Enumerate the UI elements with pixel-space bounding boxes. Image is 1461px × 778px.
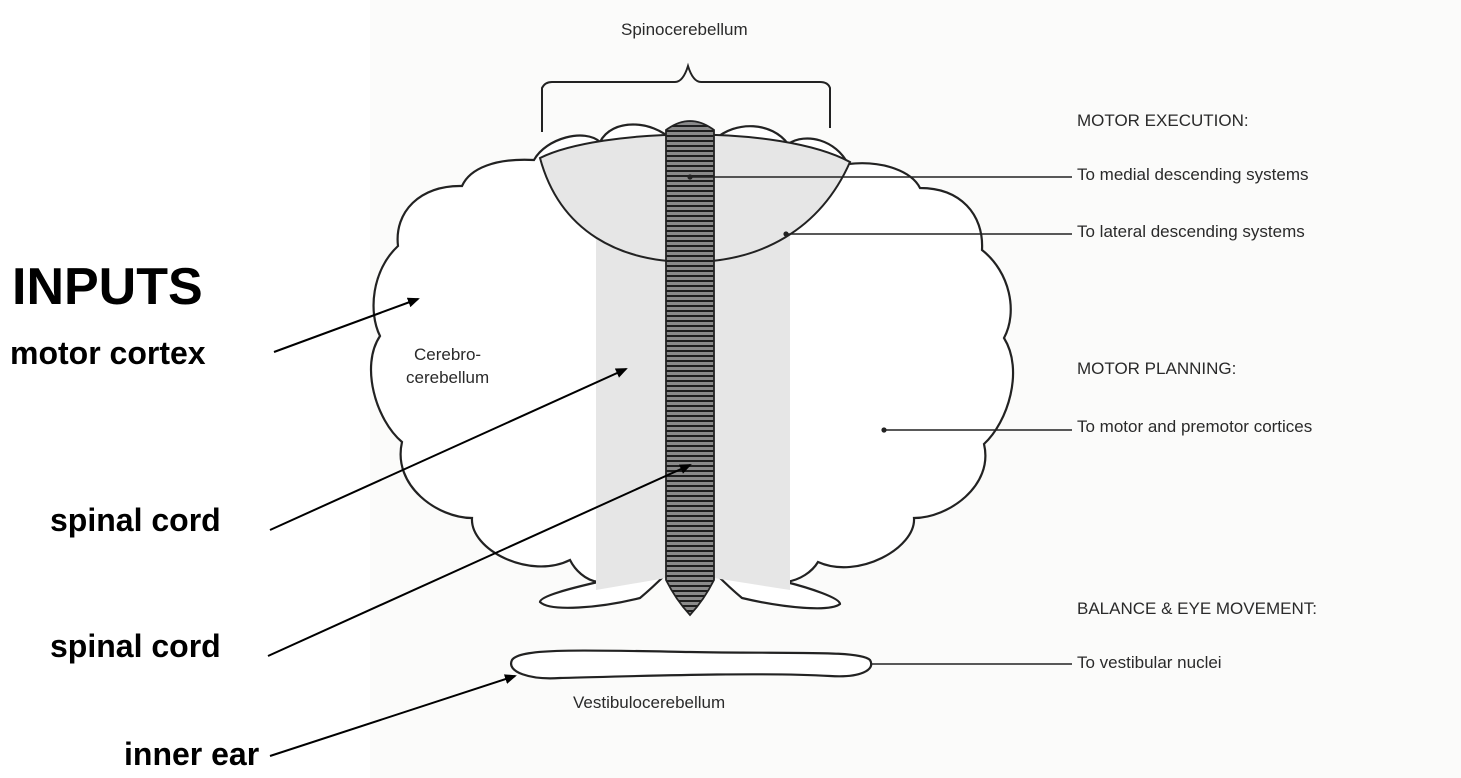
output-dot-lateral (783, 231, 788, 236)
output-dot-medial (687, 174, 692, 179)
cerebrocerebellum-label-line2: cerebellum (406, 368, 489, 388)
cerebrocerebellum-label-line1: Cerebro- (414, 345, 481, 365)
vestibulocerebellum-label: Vestibulocerebellum (573, 693, 725, 713)
output-heading-motor-execution: MOTOR EXECUTION: (1077, 111, 1249, 131)
output-motor-premotor-cortices: To motor and premotor cortices (1077, 417, 1312, 437)
input-arrow-inner-ear (270, 676, 515, 756)
flocculonodular-lobe (511, 650, 871, 678)
output-lateral-descending: To lateral descending systems (1077, 222, 1305, 242)
input-inner-ear: inner ear (124, 736, 259, 773)
vermis-strip (666, 121, 714, 615)
spinocerebellum-label: Spinocerebellum (621, 20, 748, 40)
input-motor-cortex: motor cortex (10, 335, 206, 372)
input-spinal-cord-2: spinal cord (50, 628, 221, 665)
output-heading-motor-planning: MOTOR PLANNING: (1077, 359, 1236, 379)
output-vestibular-nuclei: To vestibular nuclei (1077, 653, 1222, 673)
inputs-title: INPUTS (12, 257, 203, 317)
output-heading-balance-eye: BALANCE & EYE MOVEMENT: (1077, 599, 1317, 619)
output-dot-cortices (881, 427, 886, 432)
input-spinal-cord-1: spinal cord (50, 502, 221, 539)
output-medial-descending: To medial descending systems (1077, 165, 1309, 185)
